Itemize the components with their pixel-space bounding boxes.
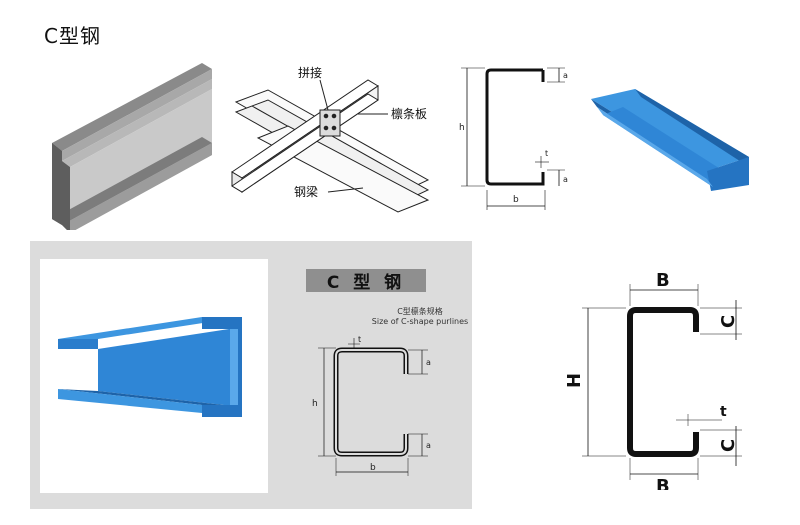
dim-t-spec: t [358, 335, 361, 344]
dim-b-small: b [513, 195, 519, 205]
label-purlin-board: 檩条板 [391, 106, 427, 121]
gray-c-channel-image [52, 63, 212, 230]
dim-a-top-spec: a [426, 358, 431, 367]
c-section-dimension-small: h b a a t [459, 67, 568, 210]
page-title: C型钢 [44, 24, 101, 48]
blue-c-channel-image-large [58, 317, 242, 417]
dim-h-spec: h [312, 399, 318, 409]
spec-caption-en: Size of C-shape purlines [371, 317, 469, 326]
label-steel-beam: 钢梁 [294, 184, 318, 199]
dim-C-bottom: C [718, 439, 739, 452]
blue-c-channel-image-top [591, 89, 749, 191]
dim-a-top-small: a [563, 71, 568, 80]
dim-a-bottom-small: a [563, 175, 568, 184]
dim-B-top: B [656, 270, 670, 291]
dim-B-bottom: B [656, 476, 670, 490]
c-section-dimension-spec: h b t a a [312, 335, 431, 476]
label-splice: 拼接 [298, 65, 322, 80]
section-title-banner: C 型 钢 [306, 269, 426, 293]
section-title-text: C 型 钢 [326, 273, 406, 293]
dim-a-bottom-spec: a [426, 441, 431, 450]
spec-caption-cn: C型檩条规格 [397, 307, 443, 316]
dim-h-small: h [459, 123, 465, 133]
dim-C-top: C [718, 315, 739, 328]
c-section-dimension-large: B B H C C t [564, 270, 742, 490]
dim-t-large: t [720, 404, 727, 420]
dim-H: H [564, 373, 585, 388]
purlin-structure-diagram: 拼接 檩条板 钢梁 [231, 65, 430, 213]
dim-b-spec: b [370, 463, 376, 473]
dim-t-small: t [545, 149, 548, 158]
